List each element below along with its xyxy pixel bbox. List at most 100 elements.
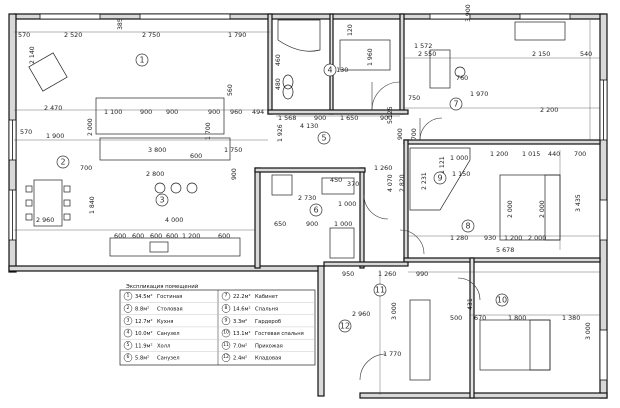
legend-room-number-right: 10 (223, 330, 229, 336)
legend-number-circle (221, 316, 231, 325)
dim-600-a: 600 (114, 232, 126, 240)
dim-2730: 2 730 (298, 194, 316, 202)
dim-2150: 2 150 (532, 50, 550, 58)
windows (8, 13, 608, 381)
dim-1960: 1 960 (367, 48, 374, 66)
dim-700-b: 700 (80, 164, 92, 172)
dim-2000-v1: 2 000 (87, 118, 94, 136)
dim-2820: 2 820 (399, 174, 406, 192)
dim-3800: 3 800 (148, 146, 166, 154)
dim-1790: 1 790 (228, 31, 246, 39)
dim-1200-b: 1 200 (490, 150, 508, 158)
legend-number-circle (123, 353, 133, 362)
dim-370: 370 (347, 180, 359, 188)
legend-room-area-left: 12.7м² (135, 319, 153, 325)
room-marker-4: 4 (327, 66, 332, 75)
dim-4070: 4 070 (387, 174, 394, 192)
room-marker-1: 1 (139, 56, 144, 65)
legend-room-name-left: Столовая (157, 306, 183, 312)
dim-540: 540 (580, 50, 592, 58)
dim-5125: 5 125 (387, 106, 394, 124)
dim-2520: 2 520 (64, 31, 82, 39)
furniture (25, 19, 566, 381)
dim-1800: 1 800 (508, 314, 526, 322)
dim-900-b: 900 (166, 108, 178, 116)
dim-2200: 2 200 (540, 106, 558, 114)
dim-900-v: 900 (397, 128, 404, 140)
dim-1700: 1 700 (205, 122, 212, 140)
legend-room-name-right: Кладовая (255, 356, 281, 362)
legend-room-name-left: Гостиная (157, 294, 182, 300)
dim-1568: 1 568 (278, 114, 296, 122)
dim-120: 120 (347, 24, 354, 36)
dim-2000-v3: 2 000 (539, 200, 546, 218)
dim-1100: 1 100 (104, 108, 122, 116)
legend-room-area-right: 14.6м² (233, 306, 251, 312)
dim-3435: 3 435 (575, 194, 582, 212)
dim-1280: 1 280 (450, 234, 468, 242)
legend-number-circle (221, 341, 231, 350)
dim-900-f: 900 (306, 220, 318, 228)
dim-600-f: 600 (190, 152, 202, 160)
legend-room-number-left: 2 (127, 305, 130, 311)
dim-440: 440 (548, 150, 560, 158)
dim-700: 700 (574, 150, 586, 158)
room-marker-2: 2 (60, 158, 65, 167)
legend-title: Экспликация помещений (126, 283, 199, 290)
dim-2960-left: 2 960 (36, 216, 54, 224)
legend-room-number-right: 8 (225, 305, 228, 311)
room-marker-3: 3 (159, 196, 164, 205)
legend-number-circle (123, 291, 133, 301)
legend-room-number-left: 5 (127, 342, 130, 348)
legend-room-name-left: Санузел (157, 331, 180, 337)
dim-700-v: 700 (411, 128, 418, 140)
dim-670: 670 (474, 314, 486, 322)
legend-room-area-right: 2.4м² (233, 356, 247, 362)
dim-5678: 5 678 (496, 246, 514, 254)
dim-1200: 1 200 (182, 232, 200, 240)
dim-1572: 1 572 (414, 42, 432, 50)
dim-900-c: 900 (208, 108, 220, 116)
legend-number-circle (221, 291, 231, 301)
dim-2000-v2: 2 000 (507, 200, 514, 218)
dim-600-d: 600 (166, 232, 178, 240)
legend-room-number-left: 1 (127, 293, 130, 299)
dim-2800: 2 800 (146, 170, 164, 178)
dim-460: 460 (275, 54, 282, 66)
legend-room-number-right: 11 (223, 342, 229, 348)
dim-1970: 1 970 (470, 90, 488, 98)
legend-room-area-left: 8.8м² (135, 306, 149, 312)
legend-room-number-right: 9 (225, 317, 228, 323)
dim-750: 750 (408, 94, 420, 102)
dim-1200-c: 1 200 (504, 234, 522, 242)
legend-room-name-right: Гостевая спальня (255, 331, 304, 337)
legend-number-circle (123, 316, 133, 325)
legend-room-area-right: 13.1м² (233, 331, 251, 337)
dim-1121: 1 121 (439, 156, 446, 174)
legend-room-area-right: 3.3м² (233, 319, 247, 325)
dim-1000-b: 1 000 (450, 154, 468, 162)
dim-960: 960 (230, 108, 242, 116)
dim-900-d: 900 (314, 114, 326, 122)
dim-1000-c: 1 000 (338, 200, 356, 208)
dim-4000: 4 000 (165, 216, 183, 224)
dim-600-e: 600 (218, 232, 230, 240)
dim-1840: 1 840 (89, 196, 96, 214)
room-marker-12: 12 (340, 322, 350, 331)
dim-1150: 1 150 (452, 170, 470, 178)
legend-number-circle (221, 328, 231, 338)
dim-1015: 1 015 (522, 150, 540, 158)
dim-2140: 2 140 (29, 46, 36, 64)
dim-2000-a: 2 000 (528, 234, 546, 242)
legend-number-circle (123, 328, 133, 338)
legend-room-name-right: Спальня (255, 306, 278, 312)
dim-600-b: 600 (132, 232, 144, 240)
dim-1926: 1 926 (277, 124, 284, 142)
dim-385: 385 (117, 18, 124, 30)
legend-room-name-right: Гардероб (255, 319, 281, 325)
dim-494: 494 (252, 108, 264, 116)
dim-1260-b: 1 260 (378, 270, 396, 278)
